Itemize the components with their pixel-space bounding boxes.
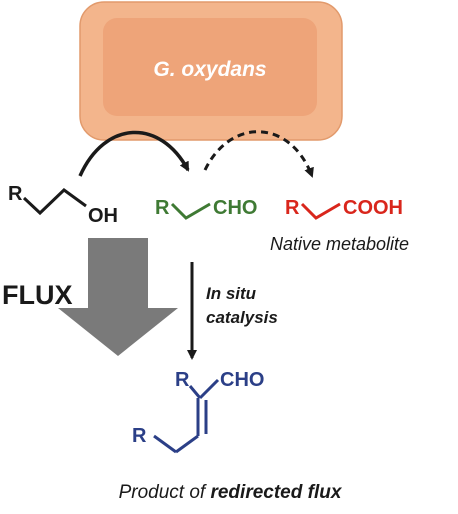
product-cho-label: CHO xyxy=(220,369,264,391)
aldehyde-intermediate: R CHO xyxy=(155,197,257,220)
organism-cell: G. oxydans xyxy=(79,1,343,141)
acid-cooh-label: COOH xyxy=(343,197,403,219)
product-bond-cho xyxy=(198,378,220,400)
aldehyde-cho-label: CHO xyxy=(213,197,257,219)
catalysis-label-line1: In situ xyxy=(206,284,257,303)
product-caption: Product of redirected flux xyxy=(119,482,343,503)
product-r-bottom-label: R xyxy=(132,425,147,447)
substrate-r-label: R xyxy=(8,183,23,205)
oxidation-arrow-dashed xyxy=(203,130,314,178)
acid-chain xyxy=(300,202,341,220)
product-caption-prefix: Product of xyxy=(119,482,211,503)
substrate-chain xyxy=(22,188,87,216)
catalysis-label-line2: catalysis xyxy=(206,308,278,327)
organism-inner-box xyxy=(103,18,317,116)
flux-label: FLUX xyxy=(2,280,73,310)
native-metabolite-acid: R COOH Native metabolite xyxy=(270,197,409,254)
aldehyde-chain xyxy=(170,202,211,220)
flux-arrow xyxy=(58,238,178,356)
product-caption-bold: redirected flux xyxy=(210,482,342,503)
acid-r-label: R xyxy=(285,197,300,219)
in-situ-catalysis-group: In situ catalysis xyxy=(187,262,278,360)
product-bond-r-top xyxy=(188,385,202,399)
organism-label: G. oxydans xyxy=(153,58,266,81)
product-enal: R CHO R xyxy=(132,369,264,454)
flux-arrow-group: FLUX xyxy=(2,238,178,356)
substrate-oh-label: OH xyxy=(88,205,118,227)
substrate-alcohol: R OH xyxy=(8,183,118,227)
product-r-top-label: R xyxy=(175,369,190,391)
oxidation-arrow-solid xyxy=(78,130,190,177)
product-bond-ch2 xyxy=(153,434,177,454)
product-bond-ch xyxy=(175,434,199,454)
native-metabolite-caption: Native metabolite xyxy=(270,234,409,254)
aldehyde-r-label: R xyxy=(155,197,170,219)
